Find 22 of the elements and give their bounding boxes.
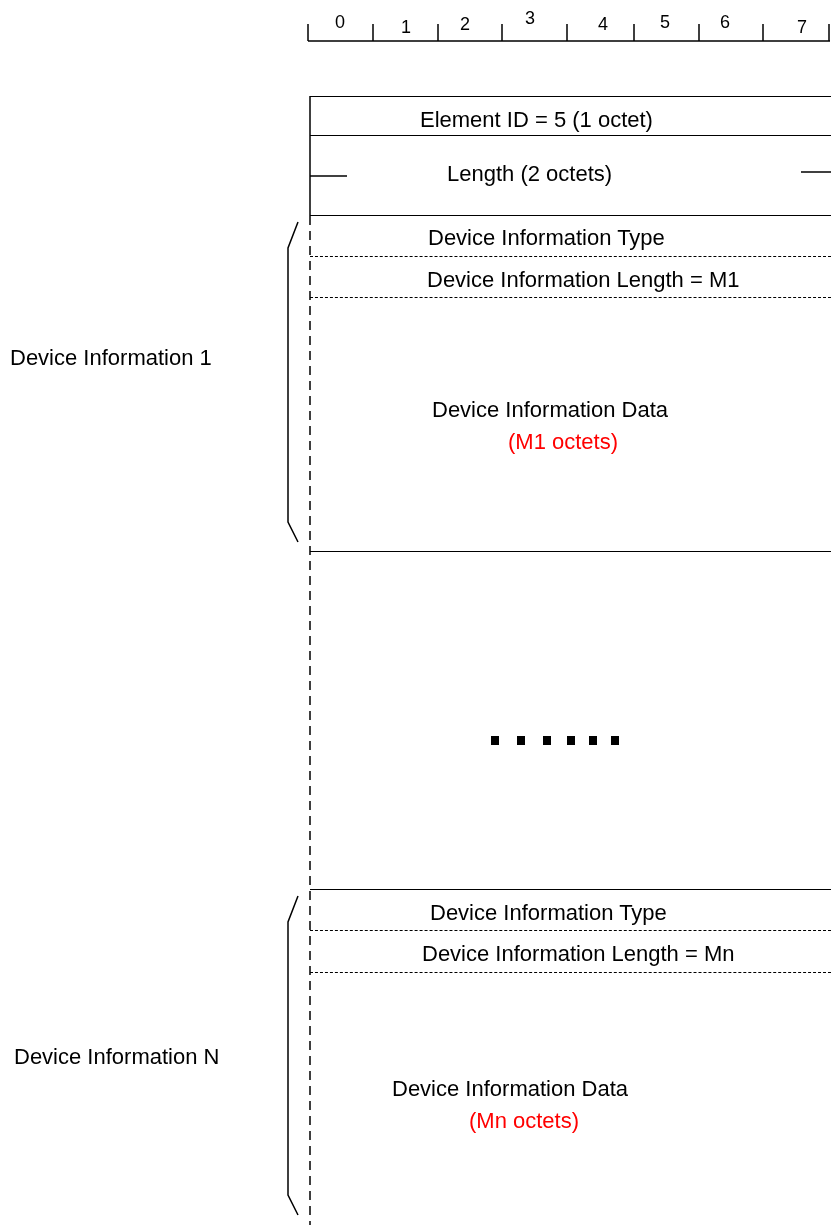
bit-number: 6 <box>720 12 730 33</box>
bit-number: 3 <box>525 8 535 29</box>
bit-number: 4 <box>598 14 608 35</box>
bit-number: 5 <box>660 12 670 33</box>
field-row <box>310 889 831 931</box>
field-name: Length (2 octets) <box>447 161 613 187</box>
field-name: Device Information Type <box>430 900 667 926</box>
bit-number: 7 <box>797 17 807 38</box>
bit-number: 1 <box>401 17 411 38</box>
field-name: Device Information Data <box>392 1076 628 1102</box>
field-name: Device Information Type <box>428 225 665 251</box>
bit-number: 0 <box>335 12 345 33</box>
bit-number: 2 <box>460 14 470 35</box>
field-name: Device Information Length = M1 <box>427 267 740 293</box>
group-label: Device Information 1 <box>10 345 212 371</box>
field-size: (Mn octets) <box>469 1108 580 1134</box>
field-row <box>310 96 831 136</box>
field-name: Element ID = 5 (1 octet) <box>420 107 653 133</box>
field-size: (M1 octets) <box>508 429 619 455</box>
field-name: Device Information Data <box>432 397 668 423</box>
field-name: Device Information Length = Mn <box>422 941 735 967</box>
group-label: Device Information N <box>14 1044 220 1070</box>
